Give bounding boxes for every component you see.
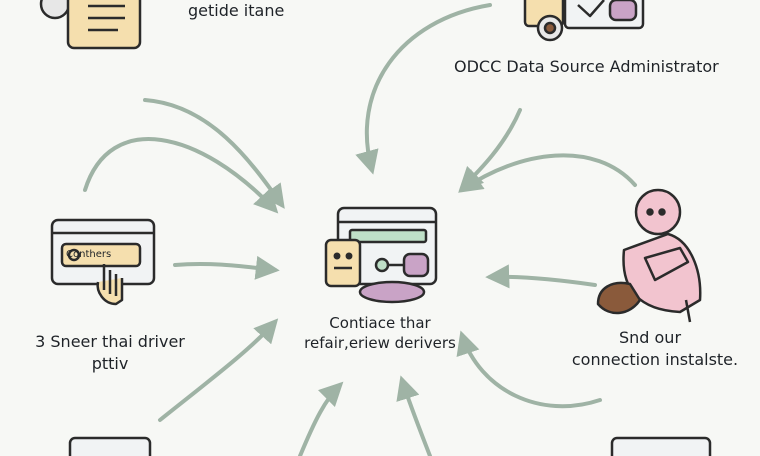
arrow-bottom-center-left <box>298 381 344 456</box>
arrow-right-to-center <box>485 264 597 289</box>
arrow-bottom-right <box>456 330 602 409</box>
bottom-right-window-icon <box>610 436 712 456</box>
left-label-line1: 3 Sneer thai driver <box>35 332 185 351</box>
arrow-left-to-center <box>173 255 280 280</box>
driver-button-text: Conthers <box>66 249 112 260</box>
arrow-top-left <box>83 137 279 214</box>
left-label-line2: pttiv <box>91 354 129 373</box>
arrow-bottom-center <box>396 375 432 456</box>
arrow-top-right-2 <box>458 153 637 193</box>
arrow-top-right <box>458 108 522 192</box>
odbc-admin-window-icon <box>523 0 645 42</box>
driver-window-icon <box>50 218 156 306</box>
arrow-top-left-2 <box>143 98 285 209</box>
center-label-line1: Contiace thar <box>329 314 431 332</box>
central-data-source-window <box>324 206 438 304</box>
center-label-line2: refair,eriew derivers <box>304 334 456 352</box>
user-person-icon <box>596 188 702 323</box>
top-center-label: getide itane <box>188 1 285 20</box>
right-label-line2: connection instalste. <box>571 350 739 369</box>
arrow-top-center <box>355 3 492 175</box>
odbc-admin-label: ODCC Data Source Administrator <box>454 57 719 76</box>
document-icon-top-left <box>39 0 142 50</box>
right-label-line1: Snd our <box>618 328 682 347</box>
arrow-bottom-left <box>158 318 279 422</box>
bottom-left-window-icon <box>68 436 152 456</box>
